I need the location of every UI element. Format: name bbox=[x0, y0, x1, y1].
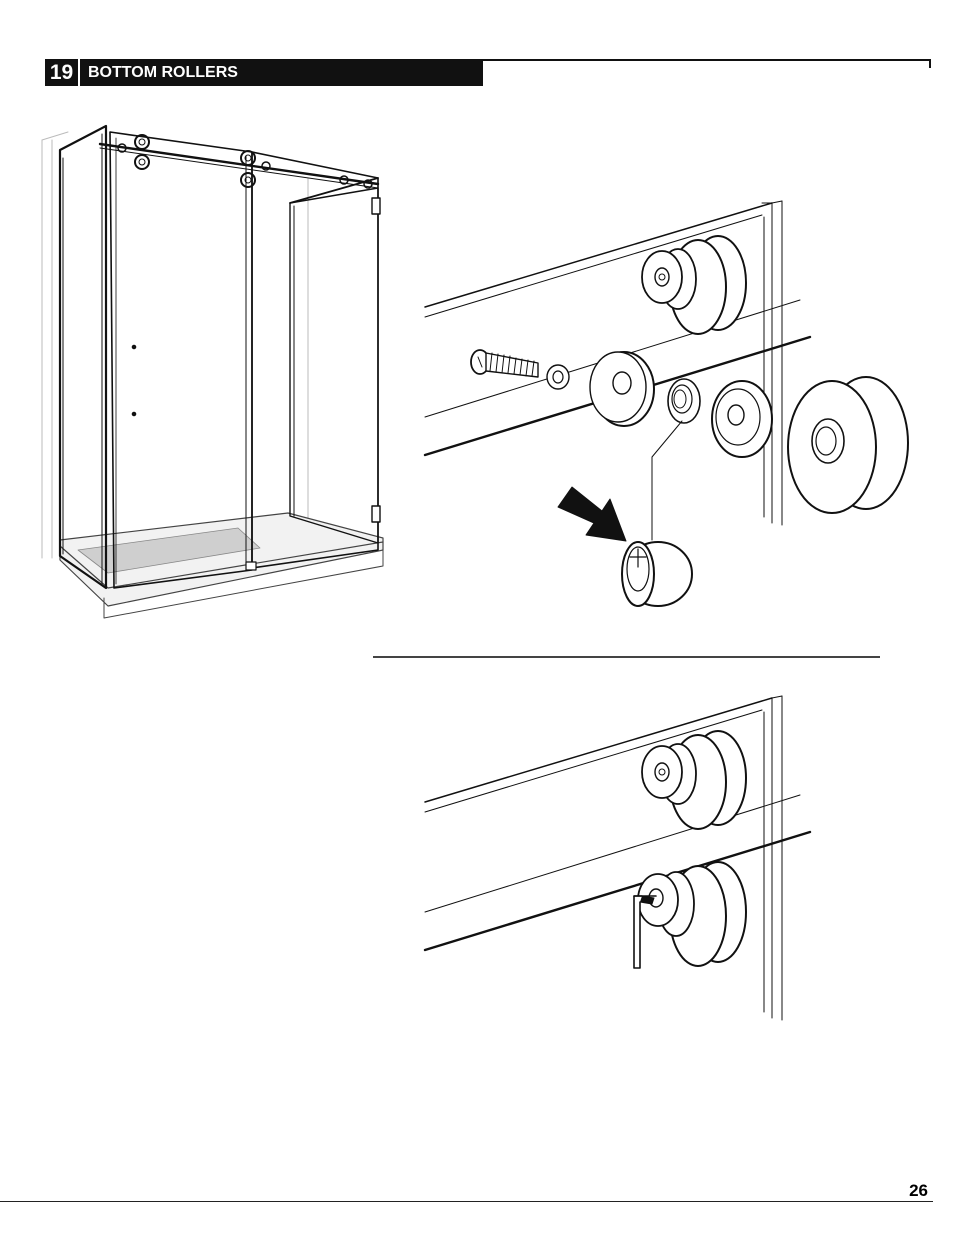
step-header: 19 BOTTOM ROLLERS bbox=[45, 59, 483, 86]
shower-enclosure-overview-icon bbox=[38, 118, 388, 623]
footer-rule bbox=[0, 1201, 933, 1202]
step-number: 19 bbox=[45, 59, 80, 86]
bottom-roller-exploded-view-icon bbox=[420, 195, 915, 615]
header-rule bbox=[483, 59, 931, 61]
bottom-roller-assembled-view-icon bbox=[420, 690, 820, 1025]
header-rule-tick bbox=[929, 59, 931, 68]
page-number: 26 bbox=[909, 1181, 928, 1201]
section-divider bbox=[373, 656, 880, 658]
step-title: BOTTOM ROLLERS bbox=[80, 59, 238, 86]
